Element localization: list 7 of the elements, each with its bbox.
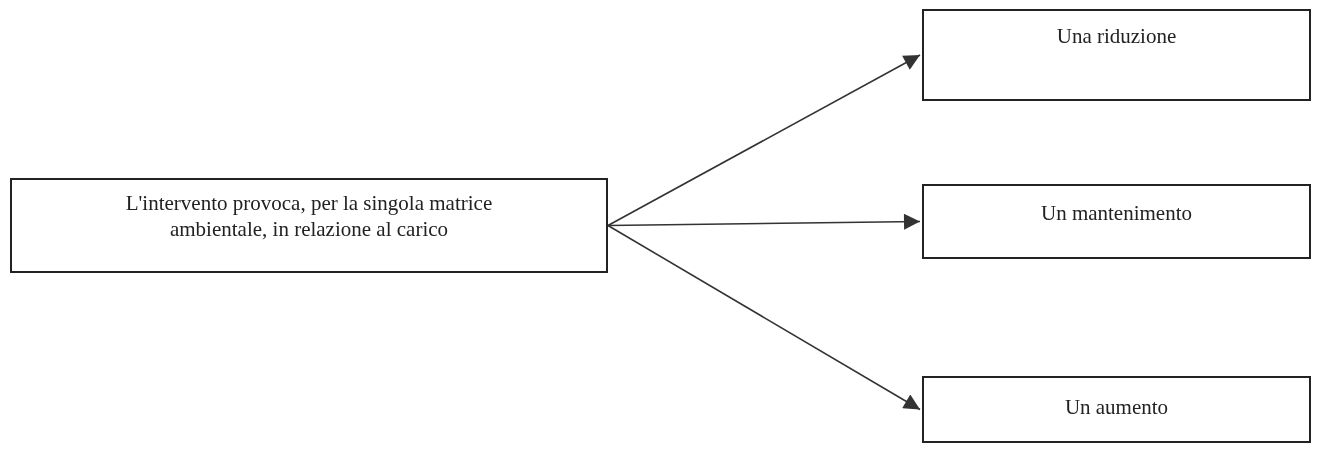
arrow	[607, 54, 921, 227]
text-box: L'intervento provoca, per la singola matrice ambientale, in relazione al carico	[10, 178, 608, 273]
text-box: Un aumento	[922, 376, 1311, 443]
text-box: Un mantenimento	[922, 184, 1311, 259]
arrow	[607, 213, 921, 230]
arrow	[607, 224, 921, 411]
text-box: Una riduzione	[922, 9, 1311, 101]
